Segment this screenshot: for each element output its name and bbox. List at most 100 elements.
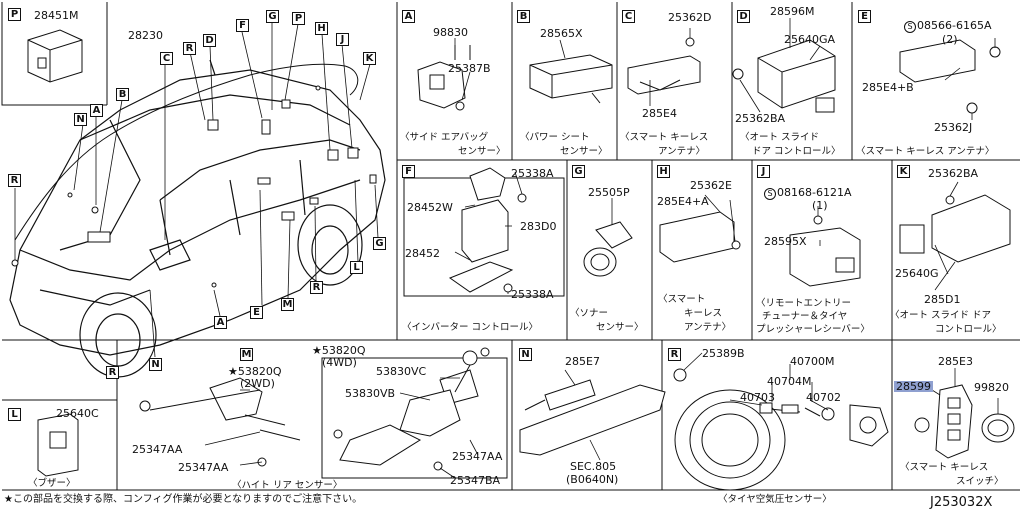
panel-d-caption-1: 〈オート スライド	[740, 132, 820, 143]
s-circle-icon: S	[764, 188, 776, 200]
panel-e-caption-1: 〈スマート キーレス アンテナ〉	[856, 146, 995, 157]
panel-d-caption-2: ドア コントロール〉	[752, 146, 841, 157]
ref-r: R	[183, 42, 196, 55]
panel-l-caption-1: 〈ブザー〉	[28, 478, 76, 489]
panel-a-part-98830: 98830	[433, 26, 468, 39]
panel-r-part-25389b: 25389B	[702, 347, 745, 360]
panel-b-part-28565x: 28565X	[540, 27, 583, 40]
ref-b: B	[116, 88, 129, 101]
panel-m-part-25347aa-left: 25347AA	[132, 443, 183, 456]
panel-a-caption-1: 〈サイド エアバッグ	[400, 132, 489, 143]
panel-j-ref: J	[757, 165, 770, 178]
ref-g: G	[266, 10, 279, 23]
panel-f-part-28452w: 28452W	[407, 201, 453, 214]
panel-r-part-40700m: 40700M	[790, 355, 835, 368]
panel-n-part-285e7: 285E7	[565, 355, 600, 368]
s-circle-icon: S	[904, 21, 916, 33]
panel-j-part-08168-text: 08168-6121A	[777, 186, 852, 199]
panel-f-part-25338a-bottom: 25338A	[511, 288, 554, 301]
panel-k-caption-2: コントロール〉	[935, 324, 1002, 335]
part-28451m: 28451M	[34, 9, 79, 22]
panel-b-caption-1: 〈パワー シート	[520, 132, 590, 143]
panel-r-part-40703: 40703	[740, 391, 775, 404]
panel-m2-4wd: (4WD)	[322, 356, 357, 369]
panel-m2-part-25347aa: 25347AA	[452, 450, 503, 463]
panel-h-caption-1: 〈スマート	[658, 294, 706, 305]
panel-m2-part-53830vb: 53830VB	[345, 387, 396, 400]
panel-a-caption-2: センサー〉	[458, 146, 506, 157]
ref-n: N	[74, 113, 87, 126]
ref-k: K	[363, 52, 376, 65]
panel-h-ref: H	[657, 165, 670, 178]
panel-e-part-285e4b: 285E4+B	[862, 81, 914, 94]
panel-n-ref: N	[519, 348, 532, 361]
panel-d-part-25640ga: 25640GA	[784, 33, 836, 46]
panel-c-part-285e4: 285E4	[642, 107, 677, 120]
panel-m2-part-53830vc: 53830VC	[376, 365, 427, 378]
ref-g2: G	[373, 237, 386, 250]
panel-g-caption-2: センサー〉	[596, 322, 644, 333]
panel-e-ref: E	[858, 10, 871, 23]
panel-k-ref: K	[897, 165, 910, 178]
panel-c-ref: C	[622, 10, 635, 23]
panel-r-part-40704m: 40704M	[767, 375, 812, 388]
ref-l: L	[350, 261, 363, 274]
ref-a2: A	[214, 316, 227, 329]
panel-k-part-285d1: 285D1	[924, 293, 961, 306]
panel-c-part-25362d: 25362D	[668, 11, 712, 24]
panel-n-sec805: SEC.805	[570, 460, 617, 473]
ref-c: C	[160, 52, 173, 65]
ref-e: E	[250, 306, 263, 319]
panel-c-caption-1: 〈スマート キーレス	[620, 132, 709, 143]
panel-h-part-285e4a: 285E4+A	[657, 195, 709, 208]
panel-m-2wd: (2WD)	[240, 377, 275, 390]
panel-b-ref: B	[517, 10, 530, 23]
panel-j-caption-1: 〈リモートエントリー	[756, 298, 852, 309]
panel-f-part-25338a-top: 25338A	[511, 167, 554, 180]
panel-s-part-285e3: 285E3	[938, 355, 973, 368]
panel-j-part-28595x: 28595X	[764, 235, 807, 248]
ref-a: A	[90, 104, 103, 117]
panel-m2-part-53820q: ★53820Q	[312, 344, 366, 357]
panel-c-caption-2: アンテナ〉	[658, 146, 706, 157]
ref-p2: P	[292, 12, 305, 25]
panel-a-part-25387b: 25387B	[448, 62, 491, 75]
panel-f-caption-1: 〈インバーター コントロール〉	[402, 322, 539, 333]
panel-d-part-28596m: 28596M	[770, 5, 815, 18]
panel-m-caption-1: 〈ハイト リア センサー〉	[232, 480, 343, 491]
panel-s-caption-1: 〈スマート キーレス	[900, 462, 989, 473]
panel-f-part-283d0: 283D0	[520, 220, 557, 233]
panel-m2-part-25347ba: 25347BA	[450, 474, 501, 487]
panel-e-part-08566-text: 08566-6165A	[917, 19, 992, 32]
panel-k-part-25362ba: 25362BA	[928, 167, 979, 180]
panel-e-part-25362j: 25362J	[934, 121, 973, 134]
part-28230: 28230	[128, 29, 163, 42]
panel-d-ref: D	[737, 10, 750, 23]
ref-m: M	[281, 298, 294, 311]
ref-r3: R	[310, 281, 323, 294]
panel-f-ref: F	[402, 165, 415, 178]
panel-g-caption-1: 〈ソナー	[570, 308, 609, 319]
panel-f-part-28452: 28452	[405, 247, 440, 260]
ref-j: J	[336, 33, 349, 46]
panel-h-caption-2: キーレス	[684, 308, 723, 319]
panel-g-part-25505p: 25505P	[588, 186, 630, 199]
ref-h: H	[315, 22, 328, 35]
panel-s-part-99820: 99820	[974, 381, 1009, 394]
panel-s-part-28599-highlighted[interactable]: 28599	[894, 380, 933, 393]
panel-h-part-25362e: 25362E	[690, 179, 732, 192]
panel-r-part-40702: 40702	[806, 391, 841, 404]
ref-f: F	[236, 19, 249, 32]
panel-j-caption-3: プレッシャーレシーバー〉	[756, 324, 870, 335]
panel-k-part-25640g: 25640G	[895, 267, 939, 280]
panel-n-b0640n: (B0640N)	[566, 473, 619, 486]
diagram-id: J253032X	[930, 495, 993, 510]
panel-b-caption-2: センサー〉	[560, 146, 608, 157]
panel-s-caption-2: スイッチ〉	[956, 476, 1004, 487]
panel-h-caption-3: アンテナ〉	[684, 322, 732, 333]
panel-r-caption-1: 〈タイヤ空気圧センサー〉	[718, 494, 832, 505]
ref-n2: N	[149, 358, 162, 371]
